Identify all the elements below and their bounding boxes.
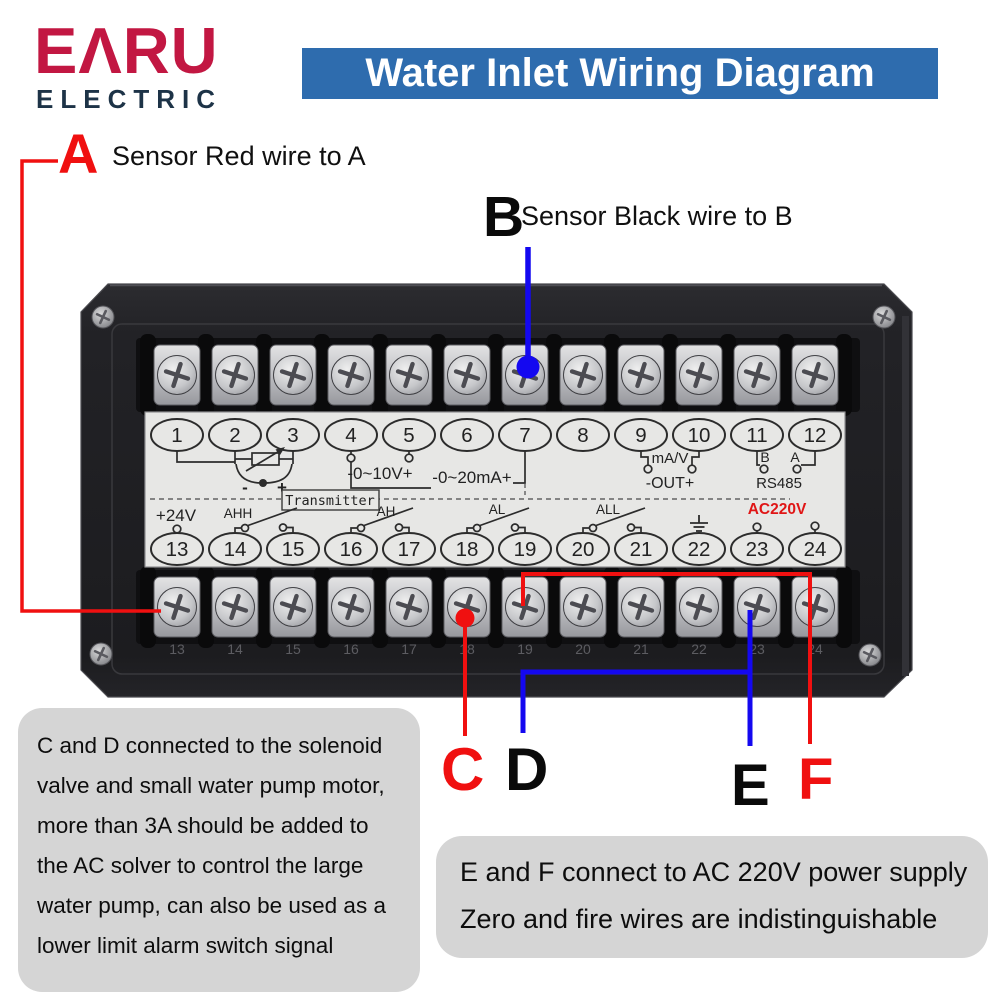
- svg-text:13: 13: [166, 538, 189, 561]
- label-al: AL: [489, 502, 506, 517]
- svg-text:8: 8: [577, 424, 588, 447]
- svg-text:17: 17: [398, 538, 421, 561]
- svg-text:20: 20: [575, 641, 591, 657]
- brand-logo-subtitle: ELECTRIC: [36, 84, 222, 114]
- svg-text:13: 13: [169, 641, 185, 657]
- annotation-letter-a: A: [58, 122, 99, 185]
- svg-text:7: 7: [519, 424, 530, 447]
- svg-text:10: 10: [688, 424, 711, 447]
- svg-text:11: 11: [746, 424, 767, 447]
- wire-b-dot: [516, 355, 540, 379]
- page-title: Water Inlet Wiring Diagram: [365, 51, 875, 95]
- power-stub: [172, 524, 182, 534]
- annotation-letter-b: B: [483, 185, 525, 249]
- svg-text:18: 18: [456, 538, 479, 561]
- svg-text:3: 3: [287, 424, 298, 447]
- ma-v-output-symbol: [640, 451, 700, 474]
- svg-text:1: 1: [171, 424, 182, 447]
- controller-device: 13 14 15 16 17 18 19 20 21 22 23 24: [80, 283, 913, 698]
- svg-text:16: 16: [340, 538, 363, 561]
- label-ac220v: AC220V: [748, 501, 807, 518]
- label-0-10v: -0~10V+: [347, 464, 412, 483]
- svg-text:24: 24: [804, 538, 827, 561]
- note-ef-box: E and F connect to AC 220V power supply …: [436, 836, 988, 958]
- svg-text:21: 21: [630, 538, 653, 561]
- note-cd-box: C and D connected to the solenoid valve …: [18, 708, 420, 992]
- annotation-letter-e: E: [731, 753, 770, 818]
- label-transmitter: Transmitter: [285, 493, 374, 509]
- annotation-letter-d: D: [505, 736, 549, 803]
- rheostat-arrowhead: [275, 447, 285, 455]
- rs485-symbol: [756, 451, 816, 474]
- label-0-20ma: -0~20mA+: [432, 468, 511, 487]
- svg-text:17: 17: [401, 641, 417, 657]
- note-cd-text: C and D connected to the solenoid valve …: [37, 733, 386, 958]
- wire-a-red: [20, 159, 161, 613]
- top-strip-dividers: [140, 334, 852, 416]
- note-ef-line1: E and F connect to AC 220V power supply: [460, 857, 968, 887]
- annotation-text-b: Sensor Black wire to B: [521, 201, 793, 231]
- transmitter-box: [281, 489, 380, 511]
- annotation-text-a: Sensor Red wire to A: [112, 141, 366, 171]
- svg-text:22: 22: [691, 641, 707, 657]
- device-inner-seam: [111, 323, 885, 675]
- label-rs485: RS485: [756, 475, 802, 492]
- sensor-plus: +: [277, 478, 287, 497]
- svg-text:15: 15: [285, 641, 301, 657]
- svg-text:15: 15: [282, 538, 305, 561]
- sensor-junction-dot: [259, 479, 267, 487]
- relay-labels: AHH AH AL ALL: [224, 502, 621, 521]
- label-ah: AH: [377, 504, 396, 519]
- svg-text:23: 23: [749, 641, 765, 657]
- svg-text:9: 9: [635, 424, 646, 447]
- label-ahh: AHH: [224, 506, 253, 521]
- device-side-edge: [902, 316, 909, 676]
- svg-text:19: 19: [517, 641, 533, 657]
- svg-text:19: 19: [514, 538, 537, 561]
- title-banner: Water Inlet Wiring Diagram: [302, 48, 938, 99]
- label-24v: +24V: [156, 506, 197, 525]
- svg-text:2: 2: [229, 424, 240, 447]
- wire-d-blue: [520, 669, 750, 733]
- svg-text:5: 5: [403, 424, 414, 447]
- annotation-letter-c: C: [441, 736, 485, 803]
- label-all: ALL: [596, 502, 621, 517]
- annotation-letter-f: F: [798, 747, 834, 812]
- analog-output-symbol: [346, 451, 526, 489]
- label-ma-v: mA/V: [652, 450, 689, 467]
- label-rs-a: A: [790, 449, 800, 465]
- sensor-minus: -: [242, 478, 248, 497]
- svg-text:16: 16: [343, 641, 359, 657]
- svg-text:23: 23: [746, 538, 769, 561]
- bottom-strip-dividers: [140, 566, 852, 648]
- svg-text:22: 22: [688, 538, 711, 561]
- ac-stubs: [752, 521, 820, 534]
- label-rs-b: B: [760, 449, 769, 465]
- relay-symbols: [234, 507, 646, 534]
- svg-text:4: 4: [345, 424, 356, 447]
- brand-logo: EΛRU: [34, 14, 219, 87]
- sensor-input-symbol: [176, 449, 294, 484]
- svg-text:12: 12: [804, 424, 827, 447]
- svg-text:21: 21: [633, 641, 649, 657]
- svg-text:20: 20: [572, 538, 595, 561]
- earth-ground-icon: [690, 515, 708, 532]
- svg-text:6: 6: [461, 424, 472, 447]
- label-out: -OUT+: [646, 475, 694, 492]
- wire-f-red: [521, 572, 812, 744]
- svg-text:14: 14: [227, 641, 243, 657]
- note-ef-line2: Zero and fire wires are indistinguishabl…: [460, 904, 938, 934]
- svg-text:14: 14: [224, 538, 247, 561]
